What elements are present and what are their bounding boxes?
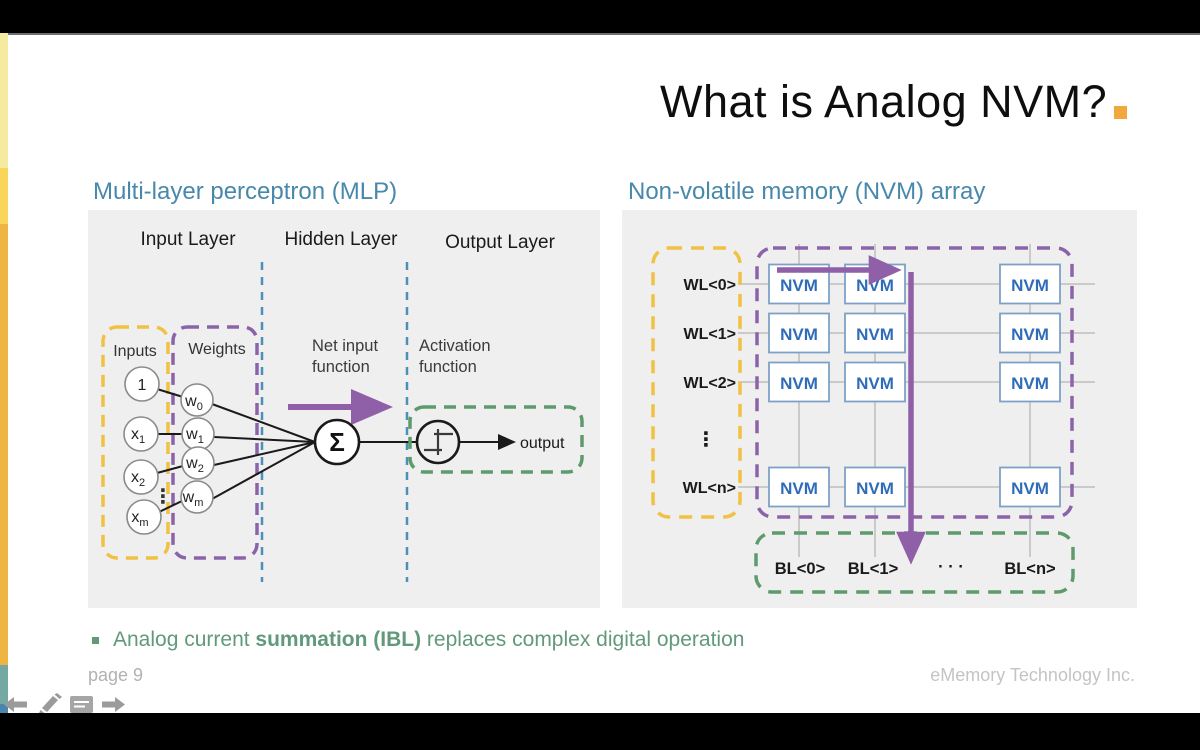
nvm-cell: NVM [999,263,1061,305]
bottom-letterbox-bar [0,713,1200,750]
svg-text:NVM: NVM [856,325,894,344]
input-node-label: x2 [131,469,145,489]
output-label: output [520,435,565,452]
nvm-cell: NVM [844,466,906,508]
activation-node [415,419,461,465]
edge-stripe-teal [0,665,8,704]
svg-text:NVM: NVM [780,374,818,393]
activation-label-line2: function [419,358,477,376]
inputs-ellipsis: ⋮ [153,486,173,508]
svg-text:NVM: NVM [780,479,818,498]
title-accent-square [1114,106,1127,119]
edge-stripe-orange [0,224,8,665]
wordline-group-box [651,246,742,519]
wordline-label: WL<2> [684,375,736,392]
nvm-cell: NVM [999,466,1061,508]
bitline-label: BL<n> [1004,560,1055,578]
bitline-label: BL<1> [848,560,898,578]
bitline-label: BL<0> [775,560,825,578]
current-summation-arrow [777,255,926,565]
input-node-label: xm [131,509,148,529]
svg-text:NVM: NVM [780,325,818,344]
notes-icon[interactable] [70,695,93,713]
svg-text:NVM: NVM [1011,325,1049,344]
activation-label-line1: Activation [419,337,491,355]
input-node-label: 1 [138,377,147,394]
svg-text:NVM: NVM [856,276,894,295]
nvm-cell: NVM [999,312,1061,354]
wordline-label: WL<1> [684,326,736,343]
weights-label: Weights [188,341,246,358]
mlp-section-heading: Multi-layer perceptron (MLP) [93,178,398,205]
wordline-label: WL<n> [683,480,736,497]
nvm-array-diagram: NVM NVM NVM NVM NVM NVM NVM NVM [651,244,1095,594]
sum-symbol: Σ [329,427,345,457]
pencil-icon[interactable] [36,693,62,715]
page-number: page 9 [88,665,144,685]
weight-node-label: w1 [185,426,204,446]
edge-stripe-yellow [0,168,8,224]
nvm-diagram-panel: NVM NVM NVM NVM NVM NVM NVM NVM [622,210,1137,608]
key-point-bullet: Analog current summation (IBL) replaces … [92,626,1092,654]
svg-text:NVM: NVM [1011,479,1049,498]
svg-text:NVM: NVM [1011,374,1049,393]
sum-node: Σ [313,418,361,466]
bullet-text-bold: summation (IBL) [255,628,422,651]
viewer-nav-toolbar [4,693,134,715]
bullet-text-post: replaces complex digital operation [421,628,745,651]
nvm-array-group-box [755,246,1074,519]
bullet-square-icon [92,636,99,644]
svg-text:NVM: NVM [856,374,894,393]
weight-node-label: w2 [185,455,204,475]
net-input-label-line1: Net input [312,337,378,355]
bitline-labels: BL<0> BL<1> · · · BL<n> [775,558,1056,578]
svg-text:NVM: NVM [780,276,818,295]
bullet-text: Analog current summation (IBL) replaces … [113,628,744,652]
svg-text:NVM: NVM [856,479,894,498]
nvm-cell: NVM [999,361,1061,403]
nvm-cell: NVM [844,312,906,354]
slide-title: What is Analog NVM? [660,76,1108,127]
inputs-group-box [101,325,170,560]
function-labels: Net input function Activation function [312,337,491,376]
nvm-cells: NVM NVM NVM NVM NVM NVM NVM NVM [768,263,1061,508]
input-layer-label: Input Layer [140,229,236,250]
hidden-layer-label: Hidden Layer [284,229,398,250]
input-node-label: x1 [131,426,145,446]
weights-group-box [171,325,259,560]
wordline-labels: WL<0> WL<1> WL<2> ⋮ WL<n> [683,277,736,497]
weight-node-label: wm [182,489,204,509]
nvm-cell: NVM [844,361,906,403]
connection-lines [156,388,416,513]
nvm-cell: NVM [768,466,830,508]
bitline-ellipsis: · · · [938,558,964,576]
net-input-label-line2: function [312,358,370,376]
bullet-text-pre: Analog current [113,628,256,651]
mlp-diagram-panel: Input Layer Hidden Layer Output Layer Ne… [88,210,600,608]
weight-nodes: w0 w1 w2 wm [180,383,215,514]
input-nodes: 1 x1 x2 xm [123,366,162,535]
inputs-label: Inputs [113,343,157,360]
weight-node-label: w0 [184,393,203,413]
nvm-cell: NVM [768,361,830,403]
previous-arrow-icon[interactable] [4,696,28,713]
wordline-label: WL<0> [684,277,736,294]
output-layer-label: Output Layer [445,232,556,253]
next-arrow-icon[interactable] [101,696,125,713]
mlp-diagram: Input Layer Hidden Layer Output Layer Ne… [101,229,584,582]
edge-stripe-light-yellow [0,33,8,168]
wordline-ellipsis: ⋮ [696,429,716,451]
nvm-cell: NVM [768,312,830,354]
svg-text:NVM: NVM [1011,276,1049,295]
company-name: eMemory Technology Inc. [930,665,1135,685]
nvm-section-heading: Non-volatile memory (NVM) array [628,178,986,205]
output-group-box [408,405,584,474]
step-function-icon [424,429,453,455]
top-letterbox-bar [0,0,1200,35]
